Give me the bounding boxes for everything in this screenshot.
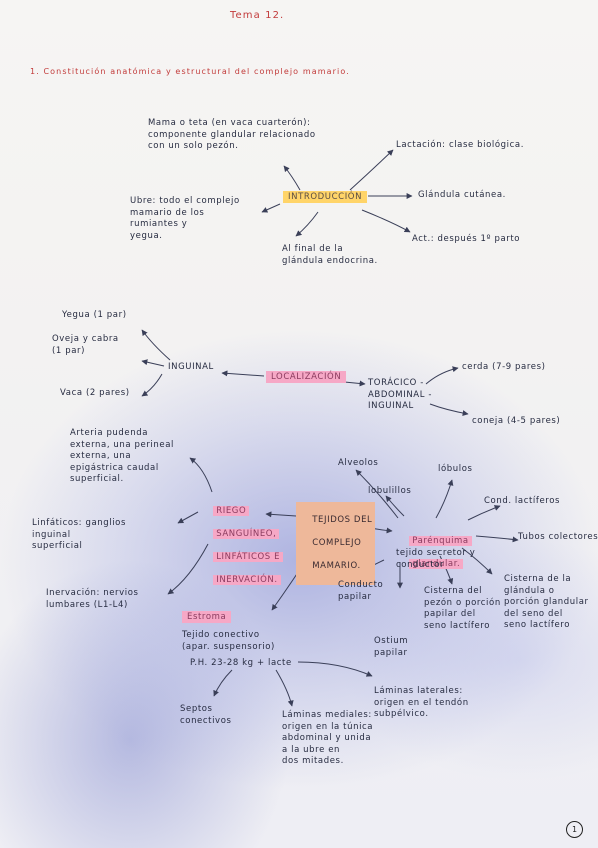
localizacion-label: LOCALIZACIÓN [266, 371, 347, 384]
riego-line: INERVACIÓN. [213, 574, 281, 585]
ph-text: P.H. 23-28 kg + lacte [190, 658, 292, 668]
ostium-text: Ostium papilar [374, 636, 409, 658]
coneja-text: coneja (4-5 pares) [472, 416, 561, 426]
conducto-papilar-text: Conducto papilar [338, 580, 384, 602]
tejidos-line: TEJIDOS DEL [312, 514, 373, 525]
mama-definition: Mama o teta (en vaca cuarterón): compone… [148, 118, 316, 151]
localizacion-highlight: LOCALIZACIÓN [266, 371, 347, 383]
ubre-definition: Ubre: todo el complejo mamario de los ru… [130, 196, 240, 241]
tejidos-label: TEJIDOS DEL COMPLEJO MAMARIO. [296, 502, 376, 585]
final-text: Al final de la glándula endocrina. [282, 244, 378, 266]
parenquima-line: Parénquima [409, 535, 472, 546]
yegua-text: Yegua (1 par) [62, 310, 127, 320]
inervacion-text: Inervación: nervios lumbares (L1-L4) [46, 588, 139, 610]
conductos-text: Cond. lactíferos [484, 496, 561, 506]
estroma-highlight: Estroma [182, 611, 232, 623]
tejido-secretor-text: tejido secretor y conductor [396, 548, 476, 570]
cisterna-pezon-text: Cisterna del pezón o porción papilar del… [424, 586, 501, 631]
act-text: Act.: después 1º parto [412, 234, 521, 244]
riego-line: RIEGO [213, 505, 250, 516]
vaca-text: Vaca (2 pares) [60, 388, 130, 398]
lactacion-text: Lactación: clase biológica. [396, 140, 525, 150]
introduccion-highlight: INTRODUCCIÓN [283, 191, 368, 203]
oveja-text: Oveja y cabra (1 par) [52, 334, 119, 356]
alveolos-text: Alveolos [338, 458, 379, 468]
introduccion-label: INTRODUCCIÓN [283, 191, 368, 204]
toracico-text: TORÁCICO - ABDOMINAL - INGUINAL [368, 378, 432, 411]
page-number: 1 [566, 821, 583, 838]
cerda-text: cerda (7-9 pares) [462, 362, 546, 372]
tejidos-line: COMPLEJO [312, 537, 362, 548]
parenquima-line: glandular. [409, 558, 464, 569]
riego-line: SANGUÍNEO, [213, 528, 280, 539]
parenquima-label: Parénquima glandular. [396, 524, 472, 582]
tejidos-line: MAMARIO. [312, 560, 361, 571]
estroma-label: Estroma [182, 611, 232, 624]
linfaticos-text: Linfáticos: ganglios inguinal superficia… [32, 518, 126, 551]
laminas-mediales-text: Láminas mediales: origen en la túnica ab… [282, 710, 374, 766]
septos-text: Septos conectivos [180, 704, 232, 726]
section-heading: 1. Constitución anatómica y estructural … [30, 67, 350, 76]
lobulillos-text: lobulillos [368, 486, 412, 496]
tubos-text: Tubos colectores [518, 532, 598, 542]
riego-line: LINFÁTICOS E [213, 551, 284, 562]
estroma-tejido-text: Tejido conectivo (apar. suspensorio) [182, 630, 275, 652]
riego-label: RIEGO SANGUÍNEO, LINFÁTICOS E INERVACIÓN… [200, 494, 284, 598]
cisterna-glandula-text: Cisterna de la glándula o porción glandu… [504, 574, 589, 630]
page-title: Tema 12. [230, 10, 285, 21]
lobulos-text: lóbulos [438, 464, 473, 474]
glandula-cutanea-text: Glándula cutánea. [418, 190, 506, 200]
laminas-laterales-text: Láminas laterales: origen en el tendón s… [374, 686, 469, 719]
inguinal-text: INGUINAL [168, 362, 214, 372]
arteria-text: Arteria pudenda externa, una perineal ex… [70, 428, 174, 484]
